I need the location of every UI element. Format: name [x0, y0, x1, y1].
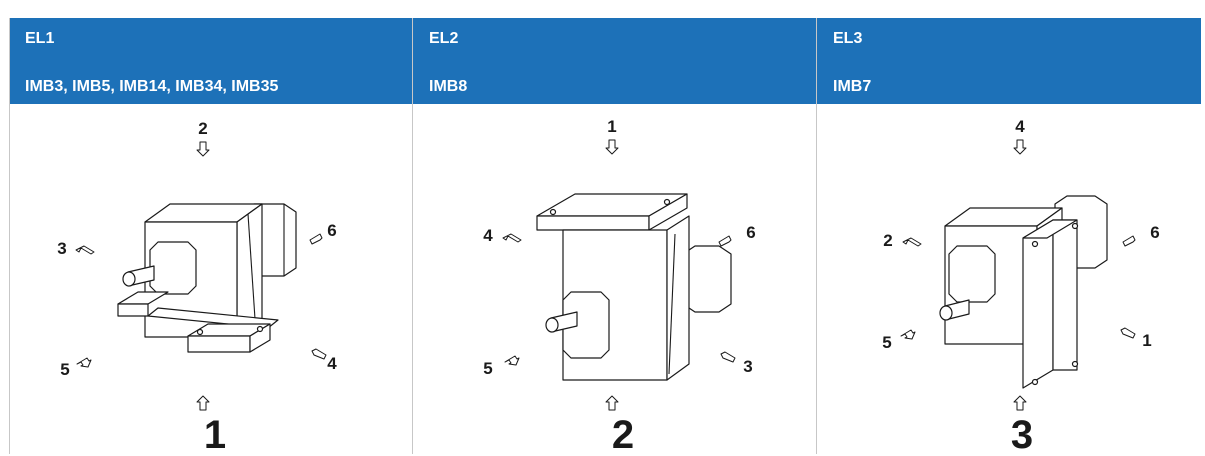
side-label-right: 6: [327, 221, 336, 240]
position-number: 3: [1011, 413, 1033, 454]
side-label-right: 6: [746, 223, 755, 242]
column-header-el3: EL3 IMB7: [817, 18, 1201, 104]
gearmotor-diagram-el3: 4 2 6 5 1: [882, 117, 1159, 454]
arrow-down-icon: [1013, 139, 1027, 155]
gearmotor-diagram-el2: 1 4 6 5 3: [483, 117, 755, 454]
arrow-left-icon: [1122, 235, 1136, 247]
side-label-left: 4: [483, 226, 493, 245]
side-label-bottom-left: 5: [882, 333, 891, 352]
arrow-down-icon: [196, 141, 210, 157]
mounting-plate: [1052, 219, 1078, 371]
arrow-right-icon: [900, 329, 916, 340]
side-label-bottom-left: 5: [60, 360, 69, 379]
arrow-right-icon: [504, 355, 520, 366]
arrow-left-icon: [309, 233, 323, 245]
column-mounting: IMB7: [833, 78, 872, 95]
side-label-right: 6: [1150, 223, 1159, 242]
motor-body: [682, 245, 732, 313]
column-code: EL3: [833, 30, 863, 47]
arrow-right-icon: [502, 233, 522, 243]
gearmotor-diagram-el1: 2 3 6 5 4: [57, 119, 337, 454]
side-label-top: 4: [1015, 117, 1025, 136]
column-divider: [412, 18, 413, 454]
gearbox-side: [666, 215, 690, 381]
arrow-left-icon: [311, 348, 327, 360]
diagram-cell-el1: 2 3 6 5 4: [10, 104, 412, 454]
arrow-left-icon: [1120, 327, 1136, 339]
column-code: EL1: [25, 30, 55, 47]
diagram-cell-el2: 1 4 6 5 3: [413, 104, 816, 454]
arrow-right-icon: [902, 237, 922, 247]
column-header-el1: EL1 IMB3, IMB5, IMB14, IMB34, IMB35: [9, 18, 412, 104]
side-label-bottom-left: 5: [483, 359, 492, 378]
side-label-bottom-right: 3: [743, 357, 752, 376]
position-number: 1: [204, 413, 226, 454]
column-code: EL2: [429, 30, 459, 47]
column-mounting: IMB8: [429, 78, 468, 95]
arrow-up-icon: [605, 395, 619, 411]
arrow-right-icon: [75, 245, 95, 255]
arrow-right-icon: [76, 357, 92, 368]
side-label-top: 2: [198, 119, 207, 138]
column-header-el2: EL2 IMB8: [413, 18, 816, 104]
column-mounting: IMB3, IMB5, IMB14, IMB34, IMB35: [25, 78, 279, 95]
position-number: 2: [612, 413, 634, 454]
side-label-top: 1: [607, 117, 616, 136]
flange: [948, 245, 996, 303]
diagram-cell-el3: 4 2 6 5 1: [817, 104, 1201, 454]
arrow-left-icon: [718, 235, 732, 247]
side-label-left: 3: [57, 239, 66, 258]
column-divider: [816, 18, 817, 454]
arrow-up-icon: [196, 395, 210, 411]
arrow-up-icon: [1013, 395, 1027, 411]
side-label-bottom-right: 4: [327, 354, 337, 373]
arrow-down-icon: [605, 139, 619, 155]
arrow-left-icon: [720, 351, 736, 363]
side-label-bottom-right: 1: [1142, 331, 1151, 350]
side-label-left: 2: [883, 231, 892, 250]
flange: [149, 241, 197, 295]
mounting-positions-table: EL1 IMB3, IMB5, IMB14, IMB34, IMB35 EL2 …: [9, 18, 1201, 454]
table-border-left: [9, 18, 10, 454]
